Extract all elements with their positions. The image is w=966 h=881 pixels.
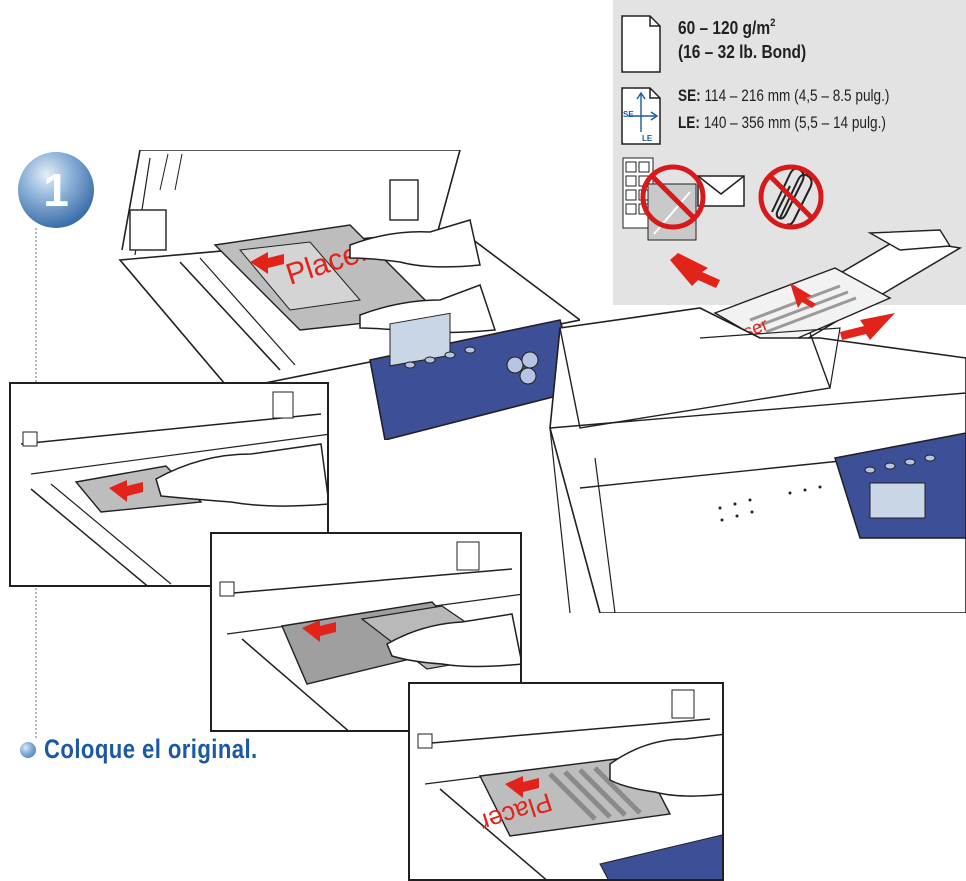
paper-weight-imperial: (16 – 32 lb. Bond) (678, 41, 806, 63)
document-feeder-illustration: Plaser (540, 228, 966, 613)
paper-weight-metric: 60 – 120 g/m2 (678, 12, 775, 39)
instruction-text: Coloque el original. (44, 734, 258, 765)
instruction: Coloque el original. (20, 734, 305, 765)
step-number: 1 (43, 164, 69, 216)
placement-panel-3: Placer (408, 682, 724, 881)
paper-sheet-icon (620, 14, 662, 74)
short-edge-spec: SE: 114 – 216 mm (4,5 – 8.5 pulg.) (678, 85, 889, 107)
bullet-icon (20, 742, 36, 758)
svg-text:SE: SE (623, 110, 634, 119)
step-number-badge: 1 (16, 150, 96, 230)
svg-text:LE: LE (642, 134, 653, 143)
long-edge-spec: LE: 140 – 356 mm (5,5 – 14 pulg.) (678, 112, 886, 134)
paper-size-icon: SE LE (620, 86, 662, 146)
